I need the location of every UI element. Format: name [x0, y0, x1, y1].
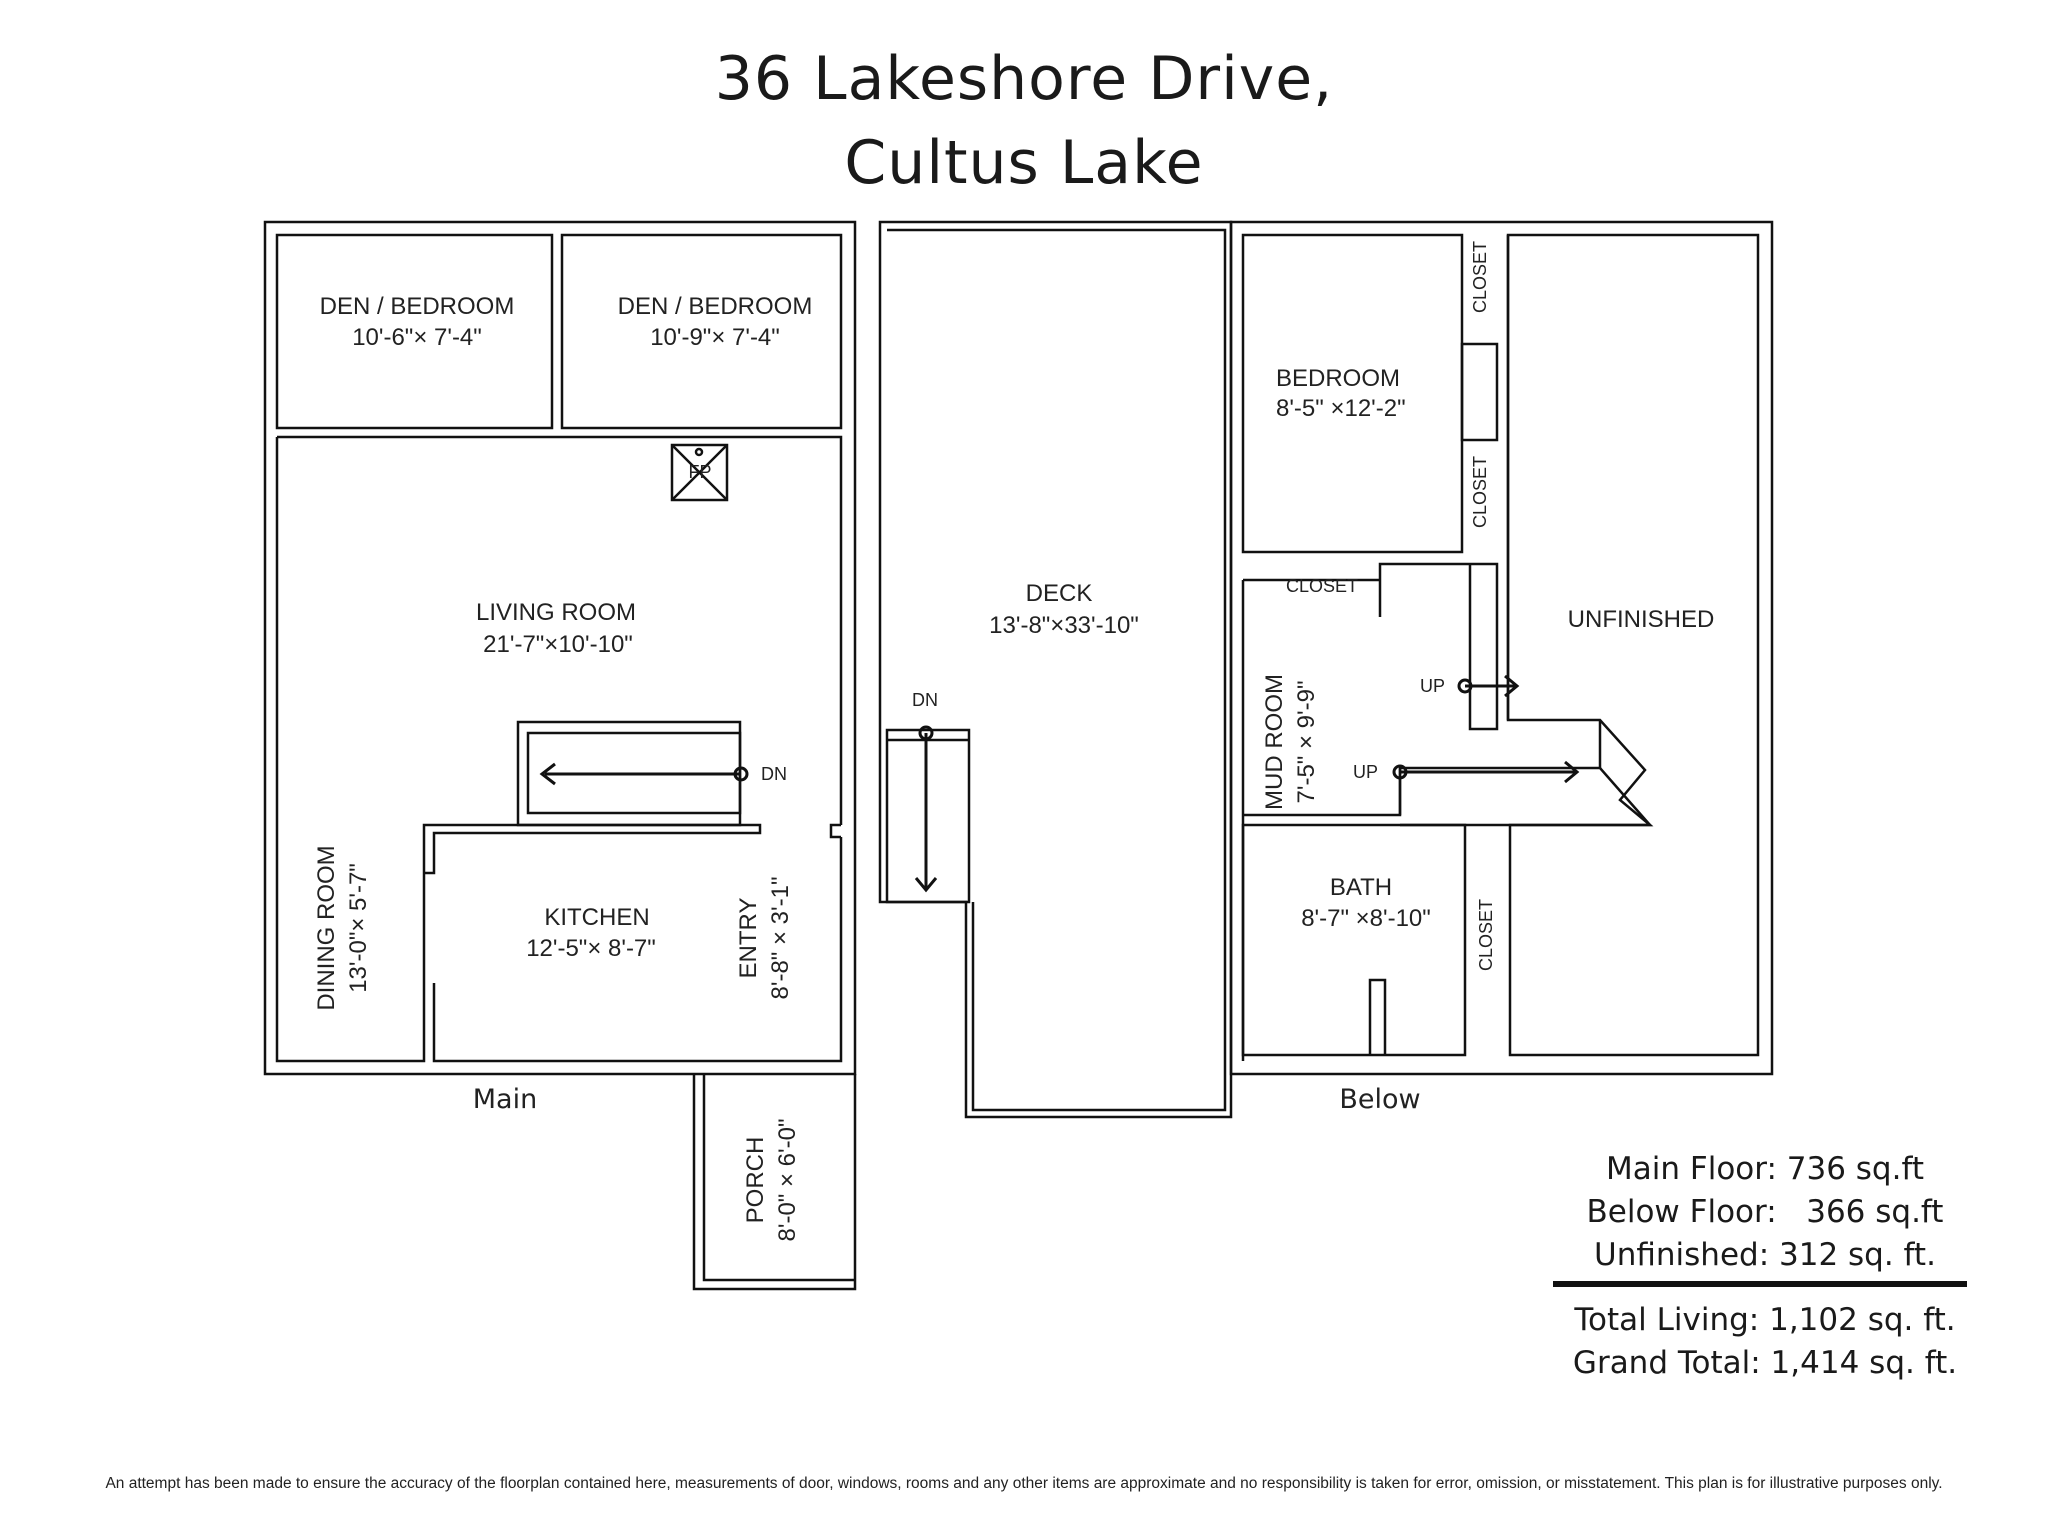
porch-name: PORCH: [742, 1137, 769, 1224]
title-line-1: 36 Lakeshore Drive,: [714, 44, 1334, 114]
dining-room-name: DINING ROOM: [313, 845, 340, 1010]
bath-dims: 8'-7" ×8'-10": [1301, 905, 1431, 932]
living-room-dims: 21'-7"×10'-10": [483, 631, 633, 658]
den2-name: DEN / BEDROOM: [618, 293, 813, 320]
below-floor-outline: [1229, 220, 1774, 1076]
porch-walls: [692, 1074, 857, 1291]
den-bedroom-1: [275, 233, 554, 430]
walls: [263, 220, 1774, 1291]
stat-unfinished: Unfinished: 312 sq. ft.: [1594, 1237, 1936, 1273]
deck-dims: 13'-8"×33'-10": [989, 612, 1139, 639]
living-room-name: LIVING ROOM: [476, 599, 636, 626]
bath-partition: [1368, 978, 1387, 1055]
bath-room: [1241, 823, 1467, 1057]
porch-dims: 8'-0" × 6'-0": [774, 1119, 801, 1242]
closet-mid-label: CLOSET: [1470, 456, 1490, 528]
den1-name: DEN / BEDROOM: [320, 293, 515, 320]
deck-name: DECK: [1026, 580, 1093, 607]
closet-bath-label: CLOSET: [1476, 899, 1496, 971]
unfinished-label: UNFINISHED: [1568, 606, 1715, 633]
stat-below-floor: Below Floor: 366 sq.ft: [1586, 1194, 1944, 1230]
below-bedroom-name: BEDROOM: [1276, 365, 1400, 392]
fireplace-box: [670, 443, 729, 502]
fireplace-label: FP: [688, 462, 711, 482]
disclaimer: An attempt has been made to ensure the a…: [105, 1475, 1943, 1492]
entry-name: ENTRY: [735, 898, 762, 979]
up-label-2: UP: [1353, 762, 1378, 782]
stats-upper: Main Floor: 736 sq.ft Below Floor: 366 s…: [1548, 1148, 1982, 1277]
up-label-1: UP: [1420, 676, 1445, 696]
entry-dims: 8'-8" × 3'-1": [767, 877, 794, 1000]
closet-nook: [1460, 342, 1499, 442]
deck-stairs-dn: DN: [912, 690, 938, 710]
stair-arrows: [539, 674, 1580, 893]
main-floor-outline: [263, 220, 857, 1076]
stat-total-living: Total Living: 1,102 sq. ft.: [1574, 1302, 1956, 1338]
main-floor-label: Main: [473, 1084, 537, 1115]
den2-dims: 10'-9"× 7'-4": [650, 324, 780, 351]
kitchen-name: KITCHEN: [544, 904, 649, 931]
below-floor-label: Below: [1339, 1084, 1420, 1115]
den1-dims: 10'-6"× 7'-4": [352, 324, 482, 351]
stats-lower: Total Living: 1,102 sq. ft. Grand Total:…: [1548, 1299, 1982, 1385]
living-area-walls: [275, 435, 843, 1063]
mud-room-dims: 7'-5" × 9'-9": [1293, 681, 1320, 804]
entry-jog: [829, 823, 841, 839]
stat-grand-total: Grand Total: 1,414 sq. ft.: [1572, 1345, 1958, 1381]
den-bedroom-2: [560, 233, 843, 430]
stat-main-floor: Main Floor: 736 sq.ft: [1606, 1151, 1924, 1187]
bath-name: BATH: [1330, 874, 1392, 901]
mud-room-name: MUD ROOM: [1261, 674, 1288, 810]
closet-top-label: CLOSET: [1470, 241, 1490, 313]
below-bedroom: [1241, 233, 1464, 554]
closet-left-label: CLOSET: [1286, 576, 1358, 596]
unfinished-room: [1506, 233, 1760, 1057]
deck-stairs: [885, 728, 971, 904]
dining-room-dims: 13'-0"× 5'-7": [345, 863, 372, 993]
deck-inner: [887, 228, 1227, 1112]
mud-room-walls: [1241, 562, 1653, 1061]
kitchen-dims: 12'-5"× 8'-7": [526, 935, 656, 962]
kitchen-partition: [422, 823, 762, 983]
stats-divider: [1553, 1281, 1967, 1287]
below-bedroom-dims: 8'-5" ×12'-2": [1276, 395, 1406, 422]
title-line-2: Cultus Lake: [844, 128, 1204, 198]
living-stairs-dn: DN: [761, 764, 787, 784]
deck-outline: [878, 220, 1233, 1119]
